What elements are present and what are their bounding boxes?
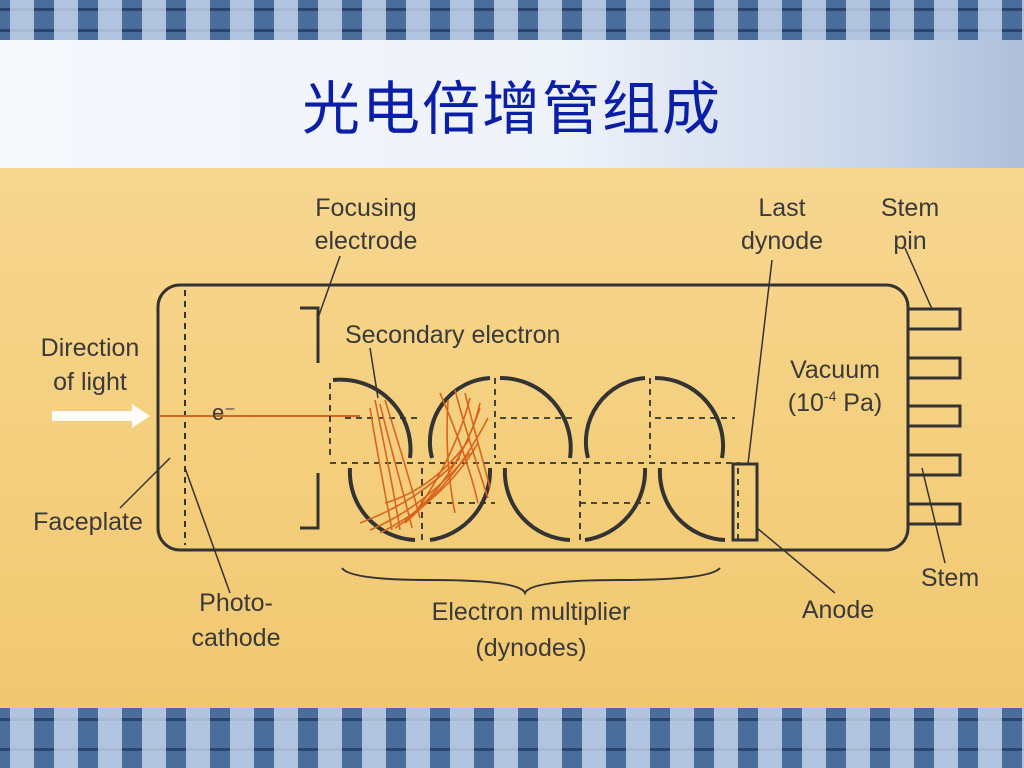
dynode <box>657 467 726 542</box>
diagram-svg: Focusing electrode Last dynode Stem pin … <box>33 194 979 662</box>
label-electron: e⁻ <box>212 400 236 425</box>
label-anode: Anode <box>802 596 874 624</box>
slide-title: 光电倍增管组成 <box>301 75 722 143</box>
top-decorative-band <box>0 0 1024 40</box>
dynode <box>499 375 573 459</box>
label-vacuum: Vacuum <box>790 356 880 384</box>
label-vacuum-pressure: (10-4 Pa) <box>788 388 882 417</box>
secondary-electron-paths <box>359 389 491 534</box>
dynode <box>347 467 416 542</box>
stem-pins <box>906 307 962 526</box>
label-electron-multiplier: Electron multiplier <box>432 598 631 626</box>
dynodes <box>332 375 726 542</box>
dynode-outlines <box>329 378 740 540</box>
label-stem-pin-2: pin <box>893 227 926 255</box>
last-dynode-box <box>731 462 759 542</box>
dynode <box>428 376 491 459</box>
photomultiplier-diagram: Focusing electrode Last dynode Stem pin … <box>0 168 1024 708</box>
dynode <box>583 376 646 459</box>
label-of-light: of light <box>53 368 127 396</box>
label-focusing: Focusing <box>315 194 416 222</box>
dynode <box>502 467 571 542</box>
label-direction: Direction <box>41 334 140 362</box>
dynode <box>654 375 726 459</box>
label-last: Last <box>758 194 805 222</box>
stem-pin <box>906 502 962 526</box>
title-area <box>0 40 1024 168</box>
stem-pin <box>906 356 962 380</box>
stem-pin <box>906 453 962 477</box>
label-cathode: cathode <box>192 624 281 652</box>
multiplier-brace <box>341 567 721 596</box>
focusing-electrode-bottom <box>300 473 320 530</box>
light-arrow <box>52 404 150 428</box>
label-dynodes: (dynodes) <box>475 634 586 662</box>
stem-pin <box>906 404 962 428</box>
label-dynode: dynode <box>741 227 823 255</box>
label-faceplate: Faceplate <box>33 508 143 536</box>
label-electrode: electrode <box>315 227 418 255</box>
label-stem: Stem <box>921 564 979 592</box>
dynode <box>429 467 493 542</box>
focusing-electrode-top <box>300 306 320 363</box>
dynode <box>332 377 413 459</box>
label-secondary-electron: Secondary electron <box>345 321 560 349</box>
leader-lines <box>119 247 946 594</box>
label-stem-pin-1: Stem <box>881 194 939 222</box>
stem-pin <box>906 307 962 331</box>
dynode <box>584 467 648 542</box>
label-photo: Photo- <box>199 589 273 617</box>
bottom-decorative-band <box>0 708 1024 768</box>
